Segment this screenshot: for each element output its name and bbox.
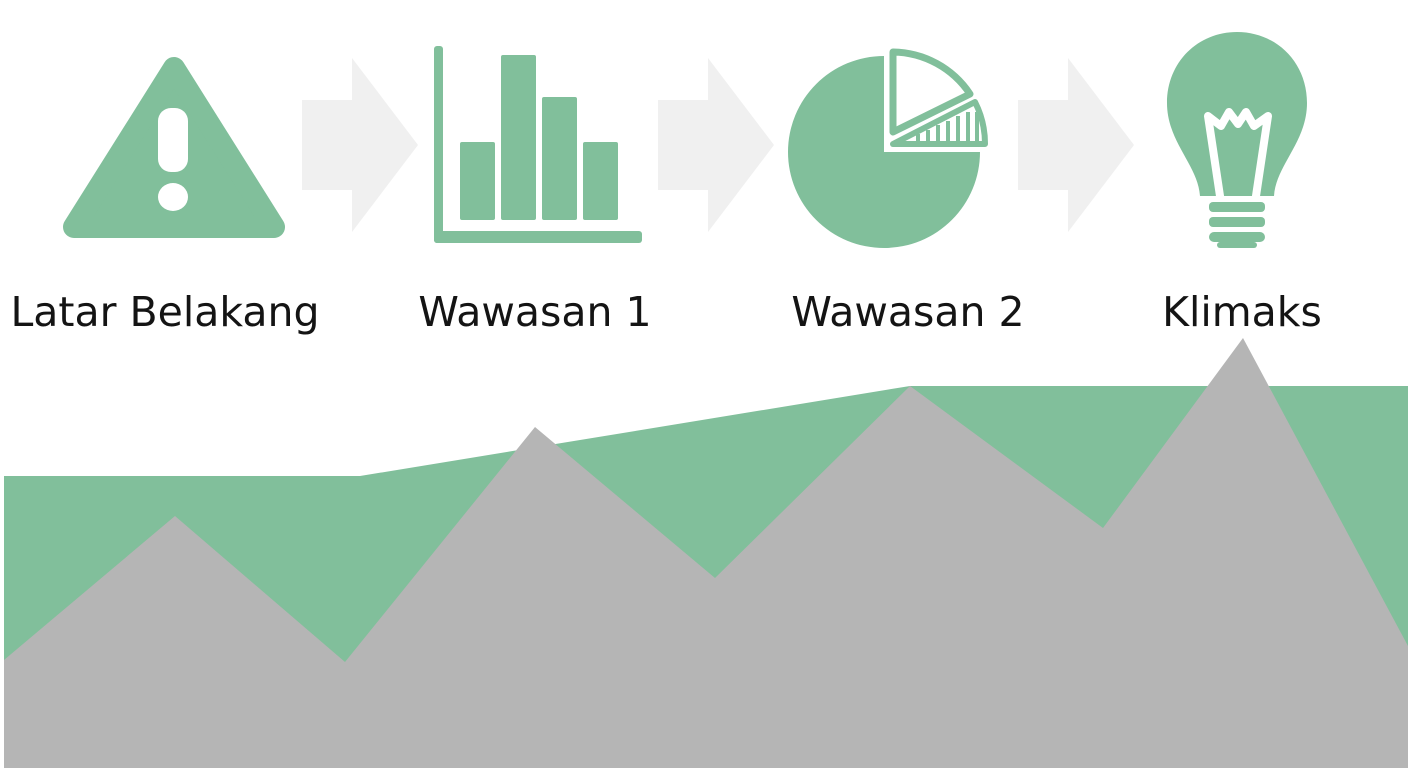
stage-label-insight-2: Wawasan 2 xyxy=(791,288,1025,336)
terrain-background xyxy=(4,338,1408,768)
stage-label-background: Latar Belakang xyxy=(10,288,320,336)
warning-triangle-icon xyxy=(63,57,285,238)
bar-chart-icon xyxy=(434,46,642,243)
arrow-right-icon xyxy=(1018,58,1134,232)
lightbulb-icon xyxy=(1167,32,1307,248)
stage-label-climax: Klimaks xyxy=(1162,288,1322,336)
connector-arrow-1 xyxy=(302,58,418,232)
gray-mountain-area xyxy=(4,338,1408,768)
arrow-right-icon xyxy=(302,58,418,232)
pie-chart-icon xyxy=(788,48,989,248)
connector-arrow-2 xyxy=(658,58,774,232)
slice-hatch xyxy=(916,112,979,144)
stage-label-insight-1: Wawasan 1 xyxy=(418,288,652,336)
arrow-right-icon xyxy=(658,58,774,232)
connector-arrow-3 xyxy=(1018,58,1134,232)
